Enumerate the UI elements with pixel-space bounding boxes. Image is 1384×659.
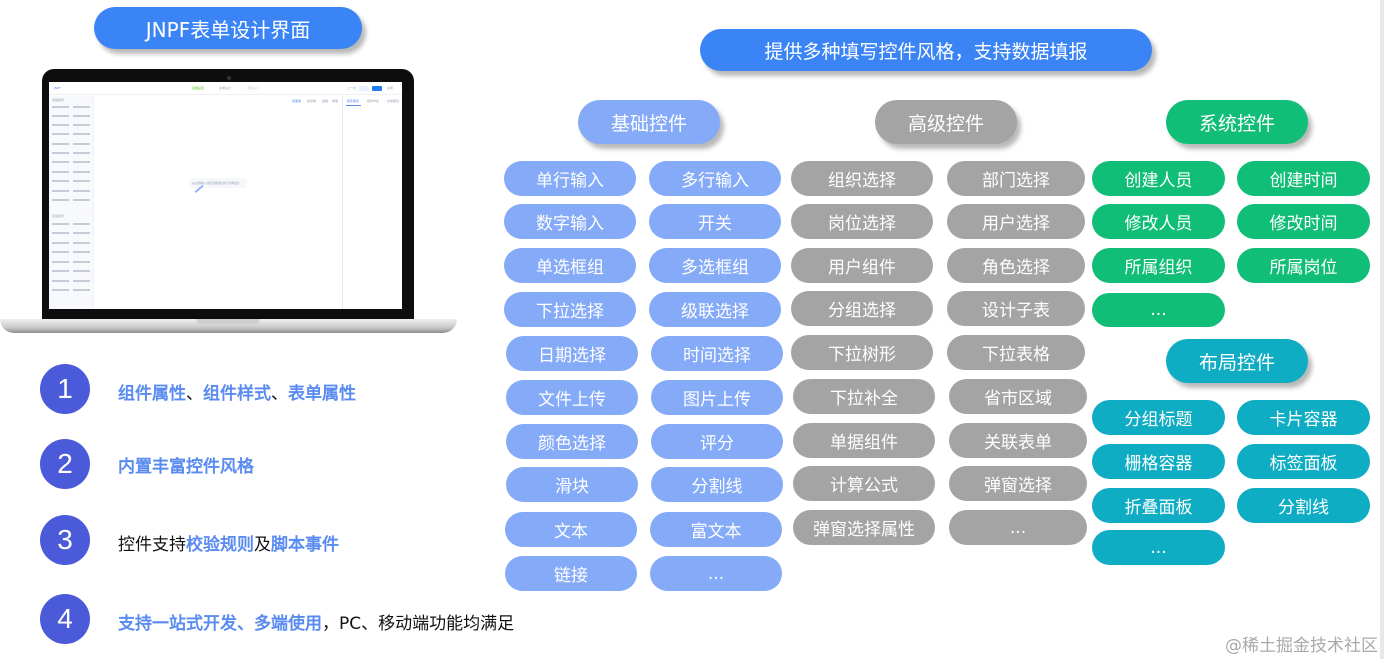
basic-control-item: 开关	[649, 204, 781, 239]
sidebar-section-advanced: 高级控件	[52, 214, 65, 218]
basic-control-item: 文件上传	[506, 380, 638, 415]
advanced-control-item: 下拉补全	[793, 379, 935, 414]
laptop-notch	[196, 319, 260, 324]
layout-control-item: ...	[1092, 530, 1225, 565]
category-basic-controls: 基础控件	[578, 100, 720, 144]
controls-headline: 提供多种填写控件风格，支持数据填报	[700, 29, 1152, 71]
basic-control-item: 单选框组	[504, 248, 636, 283]
advanced-control-item: 用户选择	[947, 204, 1085, 239]
advanced-control-item: 弹窗选择属性	[793, 510, 935, 545]
scrollbar[interactable]	[1380, 0, 1384, 659]
panel-tab-component-style: 组件样式	[367, 99, 380, 103]
category-advanced-controls: 高级控件	[875, 100, 1017, 144]
system-control-item: 修改时间	[1237, 204, 1370, 239]
basic-control-item: 日期选择	[506, 336, 638, 371]
advanced-control-item: 设计子表	[947, 291, 1085, 326]
system-control-item: 所属岗位	[1237, 248, 1370, 283]
advanced-control-item: 分组选择	[791, 291, 933, 326]
basic-control-item: 多行输入	[649, 161, 781, 196]
advanced-control-item: 单据组件	[793, 423, 935, 458]
advanced-control-item: 岗位选择	[791, 204, 933, 239]
advanced-control-item: 省市区域	[949, 379, 1087, 414]
basic-control-item: 单行输入	[504, 161, 636, 196]
designer-tab-basic: 基础设置	[192, 86, 205, 90]
advanced-control-item: 用户组件	[791, 248, 933, 283]
designer-property-panel: 组件属性 组件样式 表单属性	[342, 96, 402, 309]
feature-text-3: 控件支持校验规则及脚本事件	[118, 535, 339, 555]
layout-control-item: 标签面板	[1237, 444, 1370, 479]
redo-option: 重做	[332, 99, 339, 103]
feature-text-2: 内置丰富控件风格	[118, 457, 254, 477]
laptop-camera	[227, 76, 231, 80]
panel-tab-component-props: 组件属性	[347, 99, 360, 103]
basic-control-item: ...	[650, 556, 782, 591]
sidebar-section-basic: 基础控件	[52, 98, 65, 102]
basic-control-item: 数字输入	[504, 204, 636, 239]
layout-control-item: 栅格容器	[1092, 444, 1225, 479]
layout-control-item: 折叠面板	[1092, 488, 1225, 523]
feature-text-4: 支持一站式开发、多端使用，PC、移动端功能均满足	[118, 614, 515, 634]
system-control-item: 创建人员	[1092, 161, 1225, 196]
layout-control-item: 卡片容器	[1237, 400, 1370, 435]
undo-option: 撤销	[322, 99, 329, 103]
basic-control-item: 链接	[505, 556, 637, 591]
system-control-item: 创建时间	[1237, 161, 1370, 196]
system-control-item: ...	[1092, 293, 1225, 327]
basic-control-item: 富文本	[650, 512, 782, 547]
panel-tab-form-props: 表单属性	[387, 99, 400, 103]
feature-number-2: 2	[40, 439, 90, 489]
category-system-controls: 系统控件	[1166, 100, 1308, 144]
advanced-control-item: 下拉树形	[791, 335, 933, 370]
feature-text-1: 组件属性、组件样式、表单属性	[118, 384, 356, 404]
designer-save-button	[372, 86, 382, 91]
advanced-control-item: 角色选择	[947, 248, 1085, 283]
basic-control-item: 分割线	[651, 467, 783, 502]
designer-component-sidebar: 基础控件 高级控件	[49, 96, 94, 309]
watermark: @稀土掘金技术社区	[1225, 636, 1378, 656]
layout-control-item: 分割线	[1237, 488, 1370, 523]
advanced-control-item: 关联表单	[949, 423, 1087, 458]
advanced-control-item: ...	[949, 510, 1087, 545]
advanced-control-item: 弹窗选择	[949, 466, 1087, 501]
basic-control-item: 多选框组	[649, 248, 781, 283]
device-option-mobile: 移动端	[307, 99, 317, 103]
system-control-item: 修改人员	[1092, 204, 1225, 239]
canvas-empty-hint: 从左侧拖入或点选组件进行表单设计	[189, 178, 247, 188]
advanced-control-item: 下拉表格	[947, 335, 1085, 370]
designer-app-name: JNPF	[54, 86, 61, 90]
basic-control-item: 评分	[651, 424, 783, 459]
designer-topbar: JNPF 基础设置 表单设计 流程设计 上一步 关闭	[49, 82, 402, 95]
basic-control-item: 图片上传	[651, 380, 783, 415]
category-layout-controls: 布局控件	[1166, 339, 1308, 383]
layout-control-item: 分组标题	[1092, 400, 1225, 435]
basic-control-item: 滑块	[506, 467, 638, 502]
advanced-control-item: 计算公式	[793, 466, 935, 501]
laptop-base	[0, 319, 457, 333]
basic-control-item: 时间选择	[651, 336, 783, 371]
feature-number-3: 3	[40, 515, 90, 565]
basic-control-item: 颜色选择	[506, 424, 638, 459]
basic-control-item: 文本	[505, 512, 637, 547]
laptop-section-title: JNPF表单设计界面	[94, 7, 362, 49]
device-option-desktop: 桌面端	[292, 99, 302, 103]
designer-tab-form: 表单设计	[219, 86, 232, 90]
canvas-empty-hint-text: 从左侧拖入或点选组件进行表单设计	[192, 181, 241, 185]
designer-tab-flow: 流程设计	[247, 86, 260, 90]
advanced-control-item: 部门选择	[947, 161, 1085, 196]
advanced-control-item: 组织选择	[791, 161, 933, 196]
system-control-item: 所属组织	[1092, 248, 1225, 283]
designer-prev-button: 上一步	[347, 86, 357, 90]
basic-control-item: 级联选择	[649, 292, 781, 327]
feature-number-4: 4	[40, 594, 90, 644]
basic-control-item: 下拉选择	[504, 292, 636, 327]
form-designer-screenshot: JNPF 基础设置 表单设计 流程设计 上一步 关闭 基础控件 高级控件 桌面端…	[49, 82, 402, 309]
feature-number-1: 1	[40, 364, 90, 414]
designer-next-button	[359, 86, 369, 91]
designer-close-button: 关闭	[387, 86, 394, 90]
